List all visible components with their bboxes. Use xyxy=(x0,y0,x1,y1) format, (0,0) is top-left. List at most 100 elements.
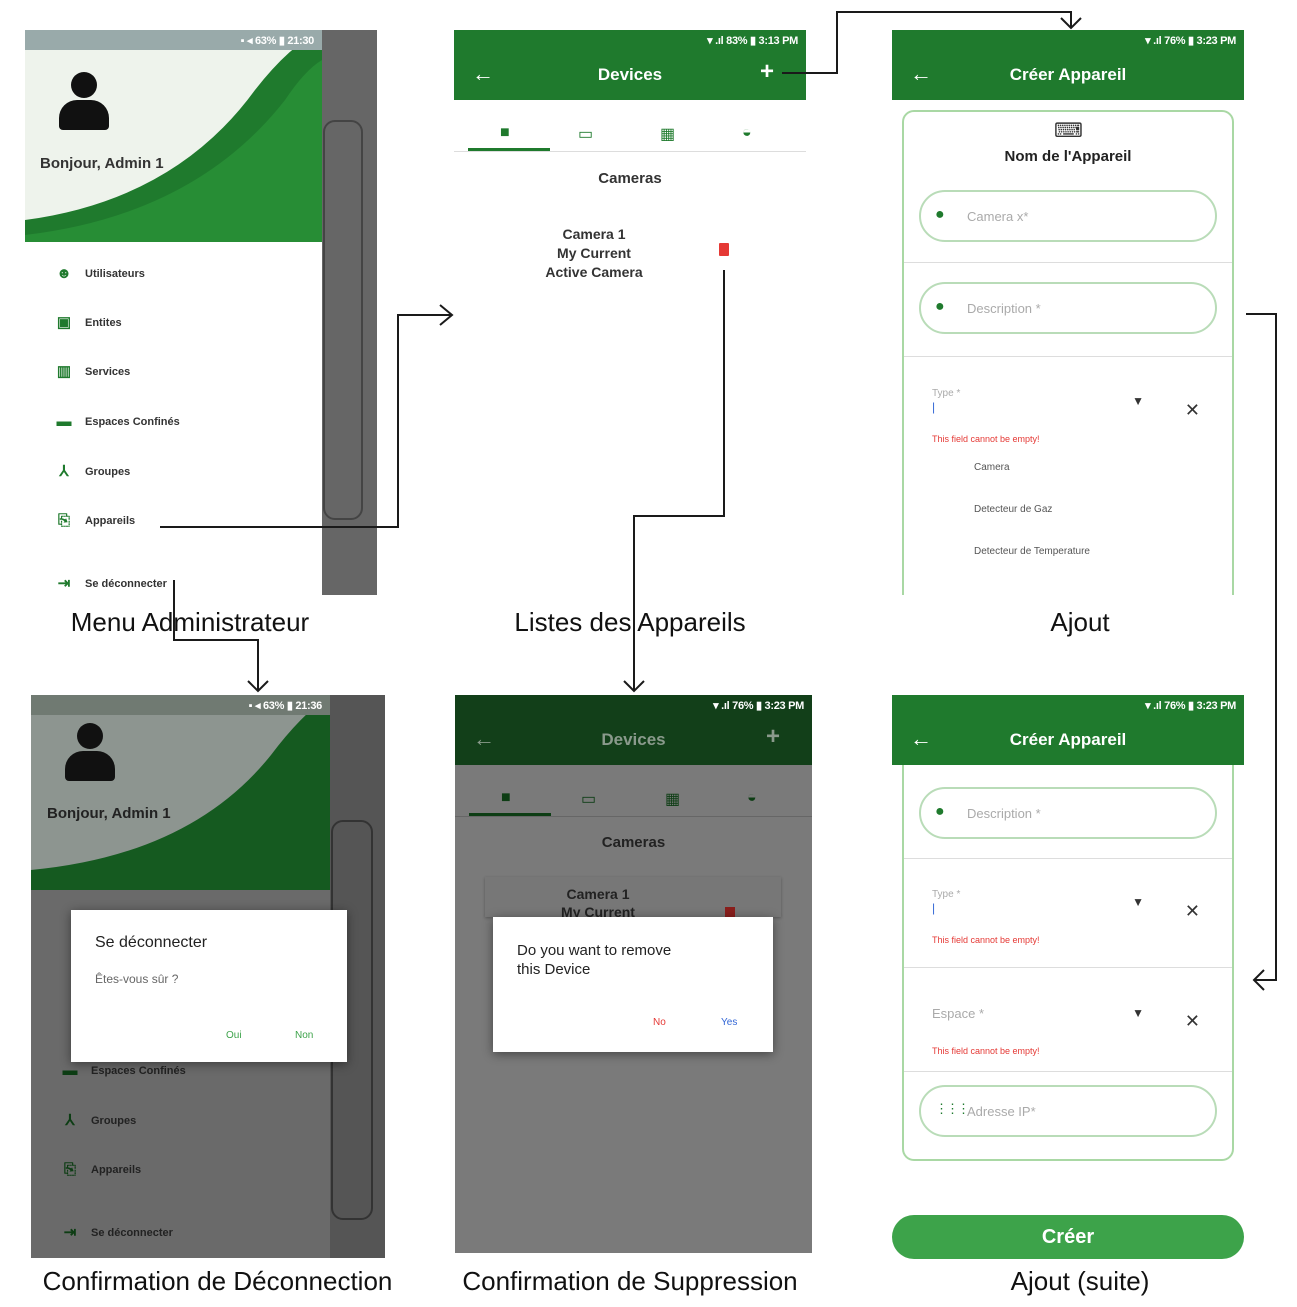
menu-item-devices[interactable]: ⎘Appareils xyxy=(55,513,135,529)
menu-item-groups[interactable]: ⅄Groupes xyxy=(61,1113,136,1129)
tab-drop-icon[interactable]: ◒ xyxy=(742,124,752,141)
avatar xyxy=(59,72,109,132)
name-input[interactable]: ● Camera x* xyxy=(919,190,1217,242)
logout-confirm-screen: ▪ ◂ 63% ▮ 21:36 Bonjour, Admin 1 ▬Espace… xyxy=(31,695,385,1258)
network-icon: ⋮⋮⋮ xyxy=(935,1101,970,1116)
tab-router-icon[interactable]: ▦ xyxy=(660,126,676,143)
remove-dialog: Do you want to remove this Device No Yes xyxy=(493,917,773,1052)
tab-router-icon[interactable]: ▦ xyxy=(665,791,681,808)
section-title: Cameras xyxy=(598,170,662,187)
description-input[interactable]: ● Description * xyxy=(919,282,1217,334)
delete-icon[interactable] xyxy=(719,243,729,256)
divider xyxy=(904,967,1232,968)
section-title: Cameras xyxy=(601,834,666,851)
description-input[interactable]: ● Description * xyxy=(919,787,1217,839)
menu-item-services[interactable]: ▥Services xyxy=(56,363,131,380)
admin-menu-screen: ▪ ◂ 63% ▮ 21:30 Bonjour, Admin 1 ☻Utilis… xyxy=(25,30,377,595)
arrow-plus-to-create xyxy=(782,11,1072,74)
add-device-button[interactable]: + xyxy=(765,723,780,750)
camera-item[interactable]: Camera 1 My Current Active Camera xyxy=(545,226,643,280)
form-card: ● Description * Type * | ▼ ✕ This field … xyxy=(902,765,1234,1161)
person-icon: ● xyxy=(935,803,945,820)
dialog-title: Se déconnecter xyxy=(95,934,208,951)
app-title: Devices xyxy=(601,730,666,749)
add-device-button[interactable]: + xyxy=(759,58,774,85)
clear-icon[interactable]: ✕ xyxy=(1184,400,1200,420)
text-cursor: | xyxy=(932,901,936,915)
delete-confirm-screen: ▾ .ıl 76% ▮ 3:23 PM ← Devices + ■ ▭ ▦ ◒ … xyxy=(455,695,812,1253)
status-bar: ▾ .ıl 76% ▮ 3:23 PM xyxy=(455,695,812,715)
greeting: Bonjour, Admin 1 xyxy=(47,805,171,822)
dropdown-arrow-icon[interactable]: ▼ xyxy=(1132,394,1144,408)
create-device-screen: ▾ .ıl 76% ▮ 3:23 PM ← Créer Appareil ⌨ N… xyxy=(892,30,1244,595)
type-option[interactable]: Camera xyxy=(974,462,1010,473)
dialog-message: Do you want to remove this Device xyxy=(517,942,672,978)
arrow-create-to-continued xyxy=(1246,313,1277,981)
cancel-button[interactable]: Non xyxy=(295,1030,314,1041)
type-option[interactable]: Detecteur de Gaz xyxy=(974,504,1053,515)
arrow-menu-to-list xyxy=(160,314,452,528)
delete-icon[interactable] xyxy=(725,907,735,919)
status-bar: ▪ ◂ 63% ▮ 21:36 xyxy=(31,695,330,715)
background-app xyxy=(323,120,363,520)
dropdown-arrow-icon[interactable]: ▼ xyxy=(1132,895,1144,909)
arrow-logout-to-confirm xyxy=(173,580,259,691)
logout-icon: ⇥ xyxy=(63,1224,77,1241)
divider xyxy=(904,262,1232,263)
app-title: Créer Appareil xyxy=(1009,730,1127,749)
caption-list: Listes des Appareils xyxy=(514,607,746,637)
menu-item-spaces[interactable]: ▬Espaces Confinés xyxy=(62,1062,186,1079)
tab-sensor-icon[interactable]: ▭ xyxy=(581,791,597,808)
device-icon: ⎘ xyxy=(63,1161,76,1178)
tab-indicator xyxy=(468,148,550,151)
menu-item-entities[interactable]: ▣Entites xyxy=(56,314,122,331)
confirm-button[interactable]: Oui xyxy=(226,1030,242,1041)
tab-drop-icon[interactable]: ◒ xyxy=(747,789,757,806)
groups-icon: ⅄ xyxy=(59,463,69,480)
divider xyxy=(904,356,1232,357)
tab-camera-icon[interactable]: ■ xyxy=(501,789,511,806)
create-button[interactable]: Créer xyxy=(892,1215,1244,1259)
arrow-delete-to-confirm xyxy=(633,270,725,691)
tab-camera-icon[interactable]: ■ xyxy=(500,124,510,141)
status-bar: ▾ .ıl 76% ▮ 3:23 PM xyxy=(892,30,1244,50)
app-bar: ← Créer Appareil xyxy=(892,50,1244,100)
device-type-tabs: ■ ▭ ▦ ◒ xyxy=(455,775,812,817)
caption-delete: Confirmation de Suppression xyxy=(462,1266,798,1296)
space-icon: ▬ xyxy=(56,413,72,430)
users-icon: ☻ xyxy=(56,265,72,282)
status-bar: ▾ .ıl 76% ▮ 3:23 PM xyxy=(892,695,1244,715)
groups-icon: ⅄ xyxy=(65,1112,75,1129)
device-icon: ⌨ xyxy=(1054,120,1083,142)
services-icon: ▥ xyxy=(56,363,72,380)
drawer: ▪ ◂ 63% ▮ 21:30 Bonjour, Admin 1 ☻Utilis… xyxy=(25,30,322,595)
menu-item-logout[interactable]: ⇥Se déconnecter xyxy=(55,576,167,592)
clear-icon[interactable]: ✕ xyxy=(1184,1011,1200,1031)
dropdown-arrow-icon[interactable]: ▼ xyxy=(1132,1006,1144,1020)
back-arrow-icon[interactable]: ← xyxy=(910,726,932,751)
ip-address-input[interactable]: ⋮⋮⋮ Adresse IP* xyxy=(919,1085,1217,1137)
menu-item-spaces[interactable]: ▬Espaces Confinés xyxy=(56,413,180,430)
type-option[interactable]: Detecteur de Temperature xyxy=(974,546,1090,557)
divider xyxy=(904,858,1232,859)
back-arrow-icon[interactable]: ← xyxy=(473,726,495,751)
tab-sensor-icon[interactable]: ▭ xyxy=(578,126,594,143)
yes-button[interactable]: Yes xyxy=(721,1017,738,1028)
back-arrow-icon[interactable]: ← xyxy=(910,61,932,86)
back-arrow-icon[interactable]: ← xyxy=(472,61,494,86)
greeting: Bonjour, Admin 1 xyxy=(40,155,164,172)
person-icon: ● xyxy=(935,206,945,223)
dialog-message: Êtes-vous sûr ? xyxy=(95,972,179,986)
menu-item-logout[interactable]: ⇥Se déconnecter xyxy=(61,1225,173,1241)
menu-item-users[interactable]: ☻Utilisateurs xyxy=(56,265,145,282)
menu-item-devices[interactable]: ⎘Appareils xyxy=(61,1162,141,1178)
logout-dialog: Se déconnecter Êtes-vous sûr ? Oui Non xyxy=(71,910,347,1062)
divider xyxy=(904,1071,1232,1072)
entity-icon: ▣ xyxy=(56,314,72,331)
menu-item-groups[interactable]: ⅄Groupes xyxy=(55,464,130,480)
clear-icon[interactable]: ✕ xyxy=(1184,901,1200,921)
camera-item[interactable]: Camera 1 My Current xyxy=(485,877,781,920)
no-button[interactable]: No xyxy=(653,1017,666,1028)
create-device-continued-screen: ▾ .ıl 76% ▮ 3:23 PM ← Créer Appareil ● D… xyxy=(892,695,1244,1165)
